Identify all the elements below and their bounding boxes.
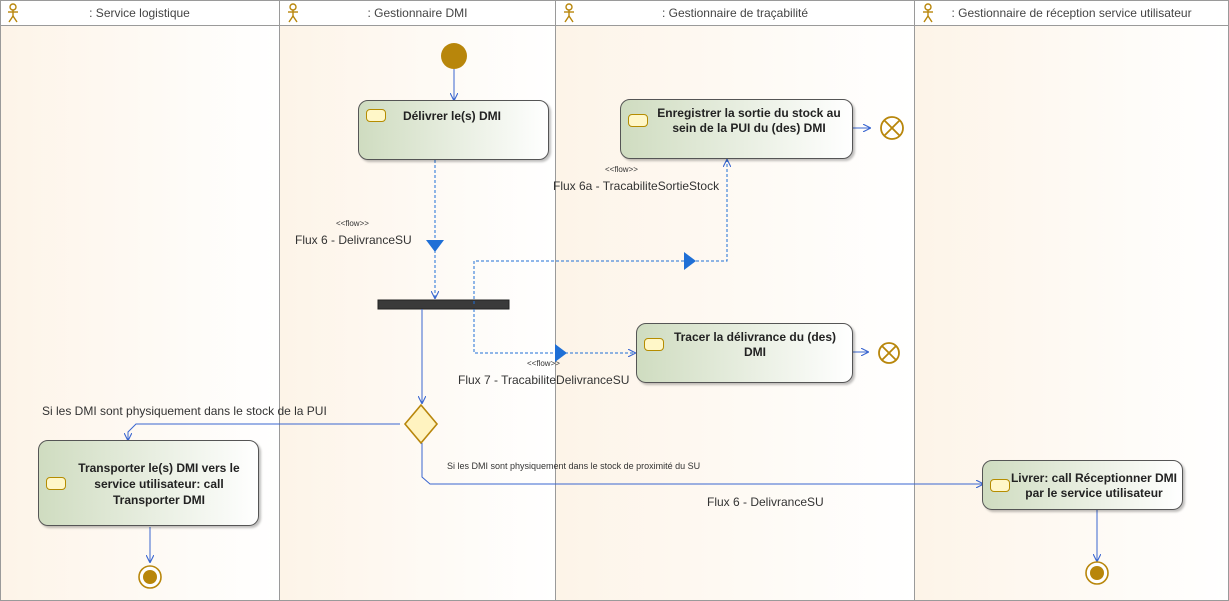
action-label-line-2: sein de la PUI du (des) DMI	[672, 121, 826, 135]
flow-label-flux7: Flux 7 - TracabiliteDelivranceSU	[458, 373, 630, 387]
flow-label-flux6: Flux 6 - DelivranceSU	[295, 233, 412, 247]
actor-icon	[8, 3, 18, 23]
lane-title: : Gestionnaire de traçabilité	[661, 6, 809, 20]
action-tracer-delivrance[interactable]: Tracer la délivrance du (des) DMI	[636, 323, 853, 383]
lane-separator	[555, 0, 556, 601]
action-delivrer-dmi[interactable]: Délivrer le(s) DMI	[358, 100, 549, 160]
pin-arrow-flux6a	[684, 252, 696, 270]
flow-stereotype: <<flow>>	[605, 165, 638, 174]
activity-final-node[interactable]	[138, 565, 162, 589]
lane-border	[0, 0, 1, 601]
activity-final-node[interactable]	[1085, 561, 1109, 585]
initial-node[interactable]	[441, 43, 467, 69]
action-label-line-2: par le service utilisateur	[1025, 486, 1163, 500]
action-icon	[990, 479, 1010, 492]
action-livrer-reception[interactable]: Livrer: call Réceptionner DMI par le ser…	[982, 460, 1183, 510]
action-label-line-2: service utilisateur: call	[94, 477, 224, 491]
action-icon	[46, 477, 66, 490]
action-label-line-1: Livrer: call Réceptionner DMI	[1010, 471, 1178, 485]
pin-arrow-flux7	[555, 344, 567, 362]
actor-icon	[288, 3, 298, 23]
lane-header-tracabilite[interactable]: : Gestionnaire de traçabilité	[556, 0, 914, 26]
lane-header-gestionnaire-dmi[interactable]: : Gestionnaire DMI	[280, 0, 555, 26]
control-flow-proximity[interactable]	[421, 443, 983, 484]
object-flow-flux6a[interactable]	[473, 160, 727, 304]
action-icon	[644, 338, 664, 351]
action-label-line-1: Tracer la délivrance du (des)	[673, 330, 837, 344]
action-icon	[628, 114, 648, 127]
guard-pui: Si les DMI sont physiquement dans le sto…	[42, 404, 327, 418]
decision-node[interactable]	[403, 403, 439, 445]
actor-icon	[923, 3, 933, 23]
flow-stereotype: <<flow>>	[527, 359, 560, 368]
action-label-line-1: Transporter le(s) DMI vers le	[78, 461, 240, 475]
lane-title: : Gestionnaire de réception service util…	[951, 6, 1192, 20]
flow-final-node[interactable]	[878, 342, 900, 364]
lane-separator	[914, 0, 915, 601]
action-label-line-3: Transporter DMI	[112, 493, 205, 507]
action-label: Délivrer le(s) DMI	[402, 109, 502, 123]
guard-proximity: Si les DMI sont physiquement dans le sto…	[447, 461, 701, 471]
flow-stereotype: <<flow>>	[336, 219, 369, 228]
action-icon	[366, 109, 386, 122]
fork-bar[interactable]	[377, 299, 510, 310]
lane-title: : Service logistique	[89, 6, 190, 20]
action-enregistrer-sortie[interactable]: Enregistrer la sortie du stock au sein d…	[620, 99, 853, 159]
flow-label-flux6a: Flux 6a - TracabiliteSortieStock	[553, 179, 720, 193]
flow-final-node[interactable]	[880, 116, 904, 140]
action-label-line-2: DMI	[744, 345, 766, 359]
action-transporter-dmi[interactable]: Transporter le(s) DMI vers le service ut…	[38, 440, 259, 526]
control-flow-pui[interactable]	[128, 423, 400, 440]
lane-title: : Gestionnaire DMI	[367, 6, 468, 20]
action-label-line-1: Enregistrer la sortie du stock au	[657, 106, 841, 120]
lane-separator	[279, 0, 280, 601]
actor-icon	[564, 3, 574, 23]
flow-label-flux6-bottom: Flux 6 - DelivranceSU	[707, 495, 824, 509]
lane-header-reception[interactable]: : Gestionnaire de réception service util…	[915, 0, 1228, 26]
pin-arrow-flux6	[426, 240, 444, 252]
lane-header-service-logistique[interactable]: : Service logistique	[0, 0, 279, 26]
diagram-top-border	[0, 0, 1229, 1]
object-flow-flux7[interactable]	[473, 309, 635, 353]
